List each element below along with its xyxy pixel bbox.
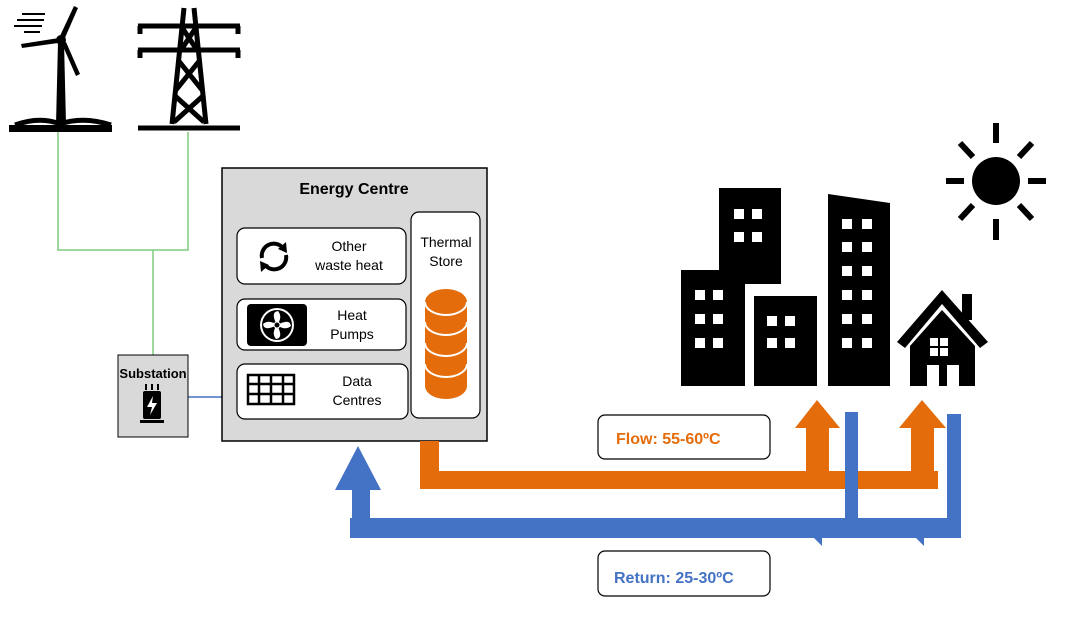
source-label-line1: Data (342, 373, 372, 389)
electric-substation-icon (140, 384, 164, 423)
substation-label: Substation (119, 366, 186, 381)
electricity-pylon-icon (137, 7, 241, 131)
source-label-line2: Centres (332, 392, 381, 408)
thermal-store: Thermal Store (410, 211, 481, 419)
flow-pipe (420, 400, 946, 489)
return-label: Return: 25-30ºC (614, 570, 734, 587)
energy-centre: Energy Centre Other waste heat (221, 167, 488, 442)
thermal-store-line1: Thermal (420, 234, 471, 250)
source-data-centres: Data Centres (236, 363, 409, 420)
heat-pump-fan-icon (247, 304, 307, 346)
substation: Substation (117, 354, 189, 438)
flow-label-box: Flow: 55-60ºC (597, 414, 771, 460)
recycle-arrows-icon (259, 241, 289, 272)
house-icon (897, 290, 988, 386)
source-label-line1: Other (331, 238, 366, 254)
city-buildings-icon (681, 188, 890, 386)
thermal-store-line2: Store (429, 253, 463, 269)
return-pipe (335, 412, 961, 546)
return-riser-overlap (845, 460, 858, 490)
source-label-line2: waste heat (314, 257, 383, 273)
wind-turbine-icon (9, 6, 112, 132)
sun-icon (946, 123, 1046, 240)
energy-centre-title: Energy Centre (299, 181, 408, 198)
return-label-box: Return: 25-30ºC (597, 550, 771, 597)
source-heat-pumps: Heat Pumps (236, 298, 407, 351)
source-label-line1: Heat (337, 307, 367, 323)
data-centre-grid-icon (246, 373, 296, 406)
source-other-waste-heat: Other waste heat (236, 227, 407, 285)
flow-label: Flow: 55-60ºC (616, 431, 721, 448)
source-label-line2: Pumps (330, 326, 374, 342)
thermal-tank-icon (424, 289, 468, 399)
power-lines (57, 130, 189, 355)
